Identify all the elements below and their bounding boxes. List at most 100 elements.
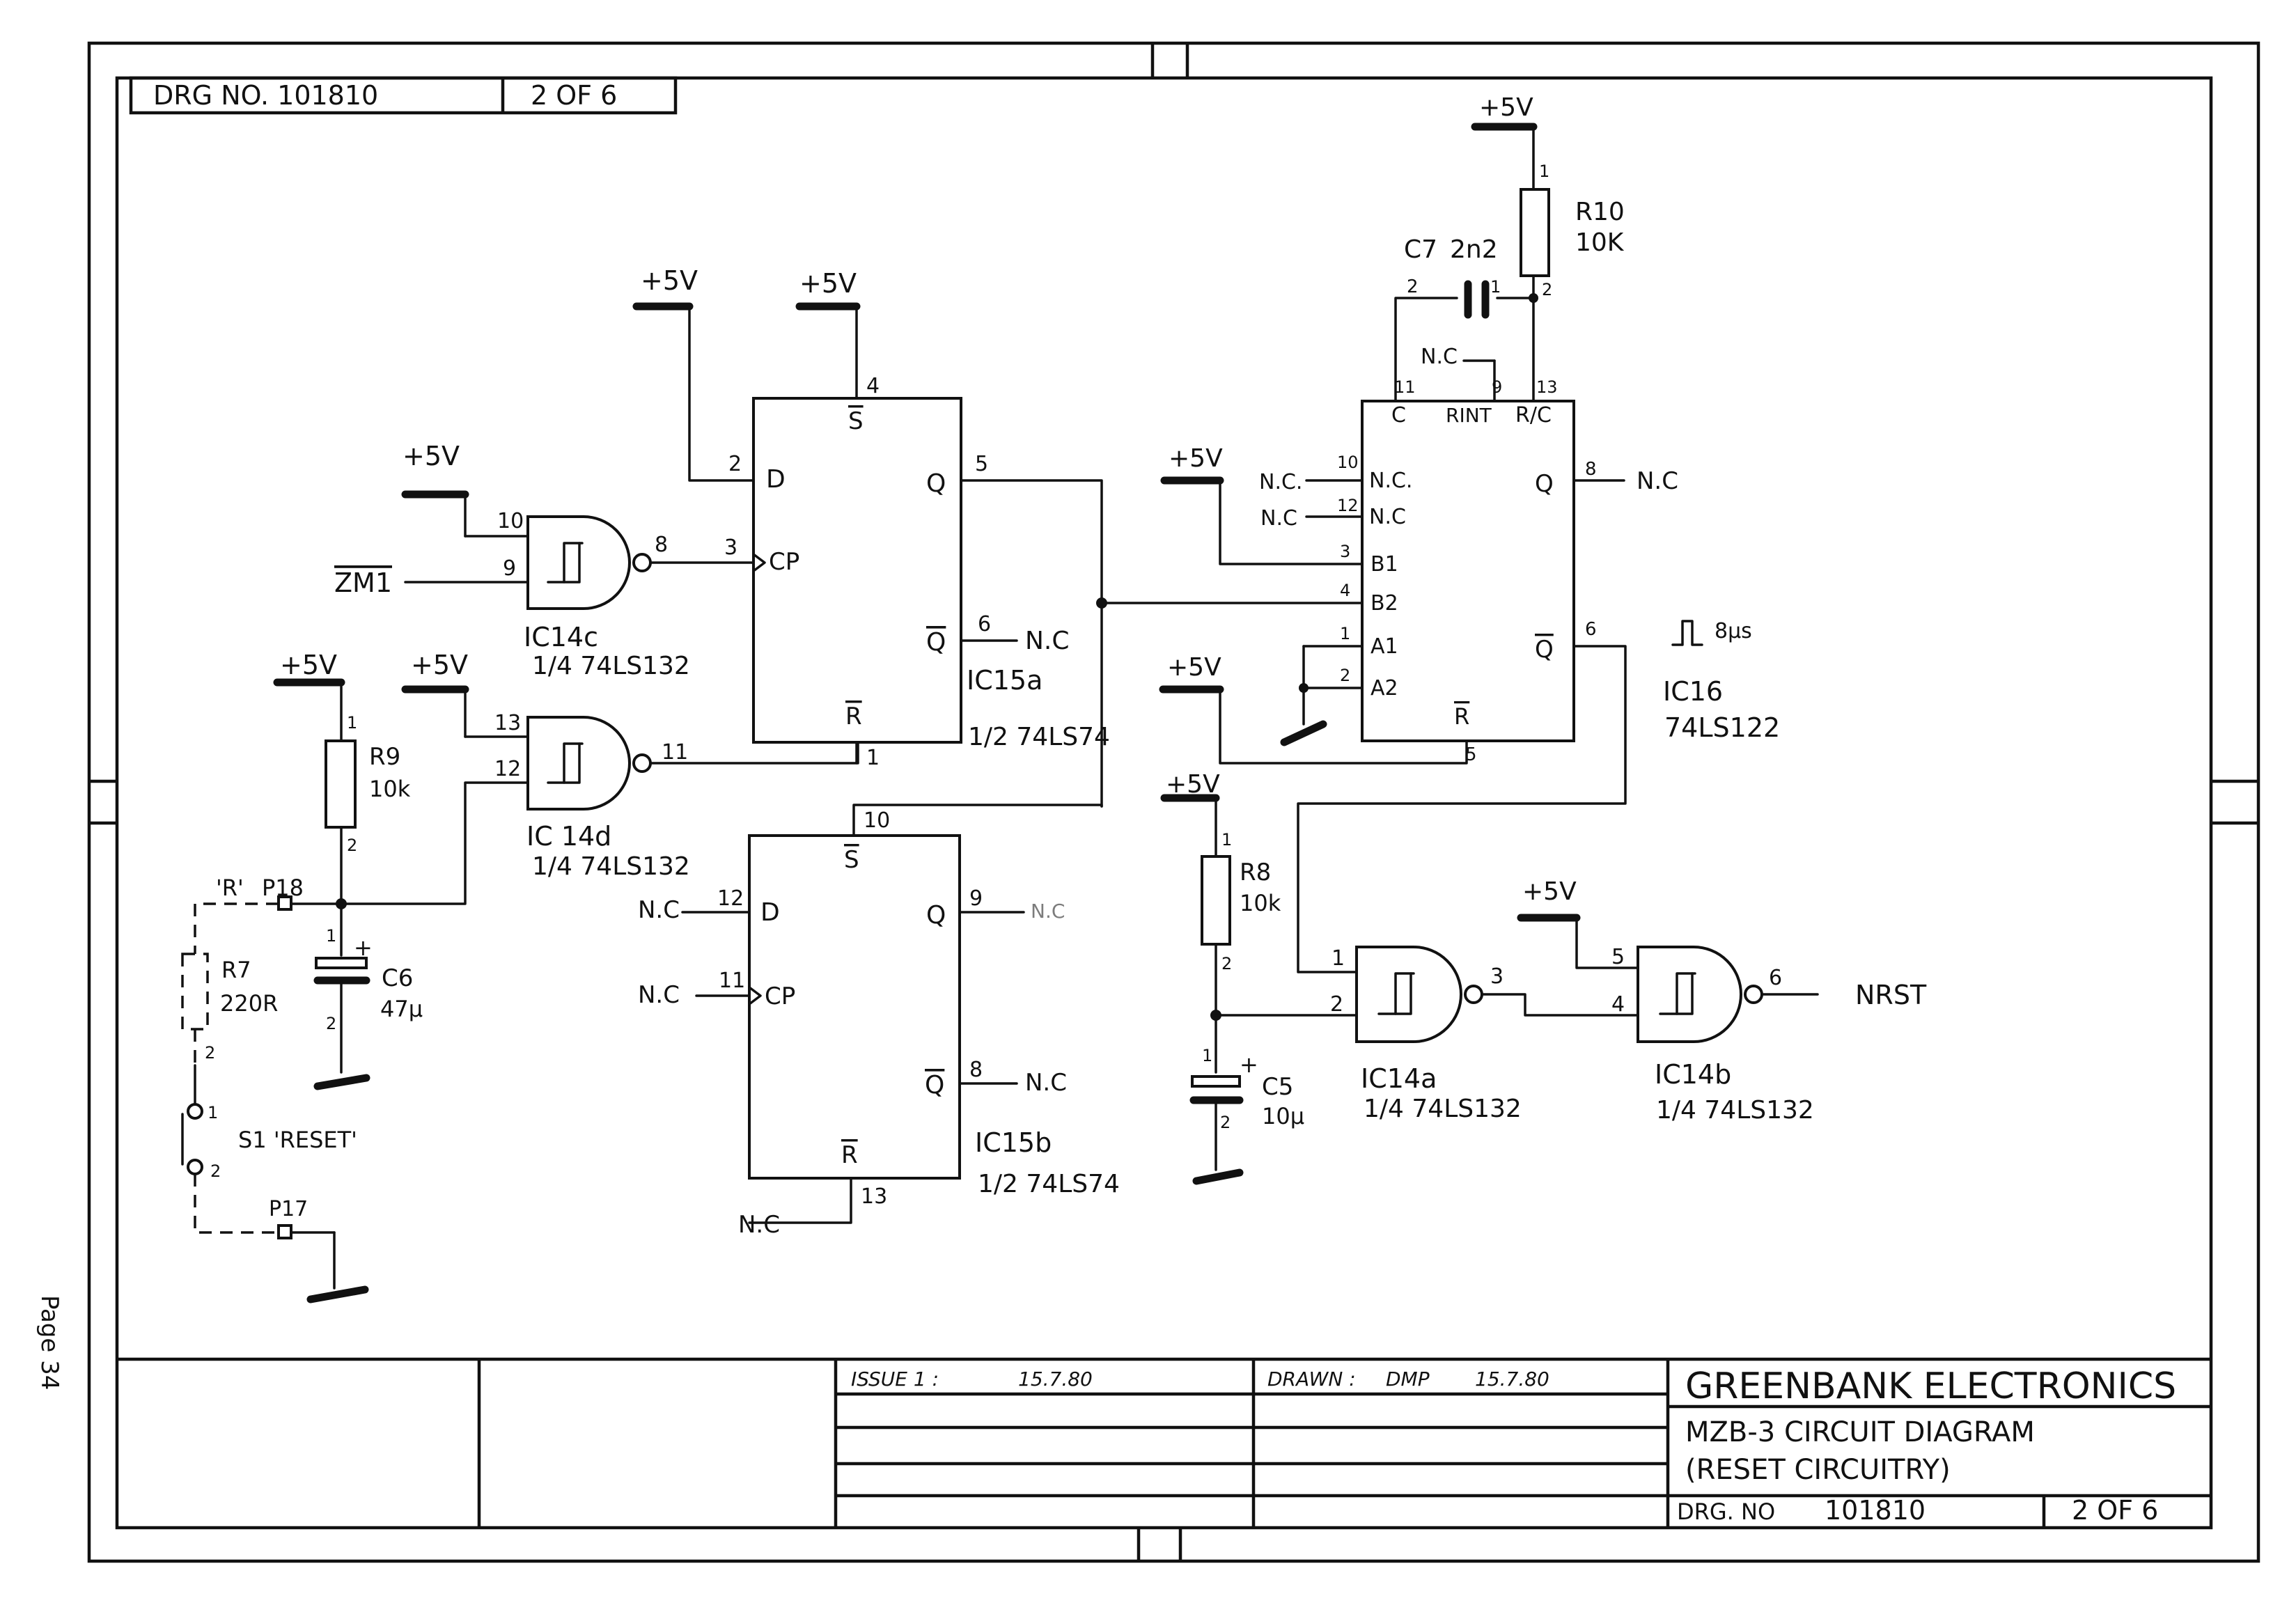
r7-pin2: 2 [205,1043,215,1063]
ic15b-qbar-nc: N.C [1025,1069,1067,1097]
ic15b-type: 1/2 74LS74 [978,1170,1120,1198]
ic16-pin-a1: 1 [1340,624,1350,643]
ic14d-name: IC 14d [526,821,611,852]
ic16-pin-nc2: 12 [1337,496,1359,515]
r10-name: R10 [1575,198,1625,226]
gate-ic14b [1517,914,1819,1043]
ic15a-name: IC15a [967,665,1042,696]
r8-pin1: 1 [1221,830,1232,850]
c7-name: C7 [1404,235,1437,264]
ic14b-type: 1/4 74LS132 [1656,1096,1814,1125]
drawing-no-value: 101810 [1825,1495,1926,1526]
ic15b-pin-cp: 11 [719,969,745,993]
ic16-pin-rint: 9 [1492,377,1502,397]
ic15b-d-nc: N.C [638,896,680,924]
drawn-by: DMP [1386,1368,1430,1391]
ic15b-pin-d: 12 [717,886,744,911]
ic14c-pin-out: 8 [655,533,668,557]
c6-pin1: 1 [326,926,336,946]
ic16-type: 74LS122 [1664,712,1780,743]
ic14c-vcc-label: +5V [403,441,460,471]
c6-polarity: + [354,934,373,961]
ic16-label-a1: A1 [1370,634,1398,659]
r7-value: 220R [220,990,278,1017]
ic16-label-r: R [1454,703,1469,730]
r10-vcc-label: +5V [1479,93,1533,122]
gate-ic14a [1355,946,1639,1043]
ic15b-pin-s: 10 [864,808,890,833]
c6-pin2: 2 [326,1014,336,1033]
ic15a-label-cp: CP [769,548,799,576]
ic14c-type: 1/4 74LS132 [532,652,690,680]
ic15b-label-r: R [841,1141,858,1169]
top-drawing-number-box: DRG NO. 101810 2 OF 6 [129,76,678,115]
ic16-label-rint: RINT [1446,404,1492,427]
c7-value: 2n2 [1450,235,1498,264]
ic15a-label-qbar: Q [926,628,946,657]
ic15a-label-s: S [848,407,864,435]
gate-ic14d [340,685,859,905]
ic14b-name: IC14b [1655,1059,1731,1090]
flipflop-ic15b [681,804,1103,1224]
ic15b-pin-q: 9 [969,886,983,911]
ic15b-label-cp: CP [765,982,795,1010]
ic15b-label-s: S [844,846,859,874]
c7-pin1: 1 [1490,277,1501,297]
ic16-pin-nc1: 10 [1337,453,1359,472]
ic14c-name: IC14c [524,622,598,652]
drawing-no-label: DRG. NO [1677,1498,1775,1525]
signal-nrst: NRST [1855,980,1927,1010]
ic15a-pin-r: 1 [866,746,880,770]
ic16-pulse-width: 8µs [1715,619,1752,643]
ic14b-pin-in-a: 5 [1611,945,1625,969]
drawing-frame [87,41,2260,1563]
ic16-label-rc: R/C [1515,403,1552,428]
ic15a-pin-q: 5 [975,452,988,476]
r8-c5-network [1160,794,1358,1185]
ic16-label-a2: A2 [1370,676,1398,700]
c5-pin2: 2 [1220,1113,1231,1132]
c5-polarity: + [1240,1051,1258,1078]
s1-pin2: 2 [210,1161,221,1181]
r9-vcc-label: +5V [280,650,337,680]
ic16-name: IC16 [1663,676,1723,707]
ic15b-label-qbar: Q [925,1071,944,1099]
reset-switch-network [181,678,370,1303]
r9-name: R9 [369,743,400,771]
title-sheet-number: 2 OF 6 [2072,1495,2158,1526]
c6-value: 47µ [380,996,423,1022]
p18-prefix: 'R' [216,875,244,901]
r10-value: 10K [1575,228,1625,257]
ic14c-pin-in-b: 9 [503,556,516,581]
p18-name: P18 [262,875,304,901]
ic15b-q-nc: N.C [1031,900,1065,923]
ic16-nc1-label: N.C. [1259,470,1302,494]
ic16-nc2-label: N.C [1260,506,1297,531]
ic16-pin-a2: 2 [1340,666,1350,685]
ic15b-r-nc: N.C [738,1211,780,1239]
ic16-label-b2: B2 [1370,591,1398,616]
ic16-pin-c: 11 [1394,377,1416,397]
r8-vcc-label: +5V [1166,770,1220,799]
ic14b-vcc-label: +5V [1522,877,1577,906]
signal-zm1: ZM1 [334,567,392,598]
page-label: Page 34 [36,1295,63,1390]
ic14b-pin-in-b: 4 [1611,992,1625,1017]
gate-ic14c [401,490,766,610]
monostable-ic16 [1096,123,1703,973]
ic15b-name: IC15b [975,1127,1052,1158]
ic15b-pin-qbar: 8 [969,1058,983,1082]
ic14a-pin-in-b: 2 [1330,992,1343,1017]
c5-value: 10µ [1262,1103,1304,1129]
title-block: ISSUE 1 : 15.7.80 DRAWN : DMP 15.7.80 GR… [117,1357,2211,1528]
ic15a-type: 1/2 74LS74 [968,723,1110,751]
ic15a-pin-cp: 3 [724,535,737,560]
ic16-pin-rc: 13 [1536,377,1558,397]
ic14d-vcc-label: +5V [411,650,468,680]
ic15a-pin-qbar: 6 [978,612,991,636]
c5-name: C5 [1262,1073,1293,1101]
ic15a-d-vcc-label: +5V [641,265,698,296]
ic16-rint-nc: N.C [1421,345,1458,369]
ic14b-pin-out: 6 [1769,966,1782,990]
